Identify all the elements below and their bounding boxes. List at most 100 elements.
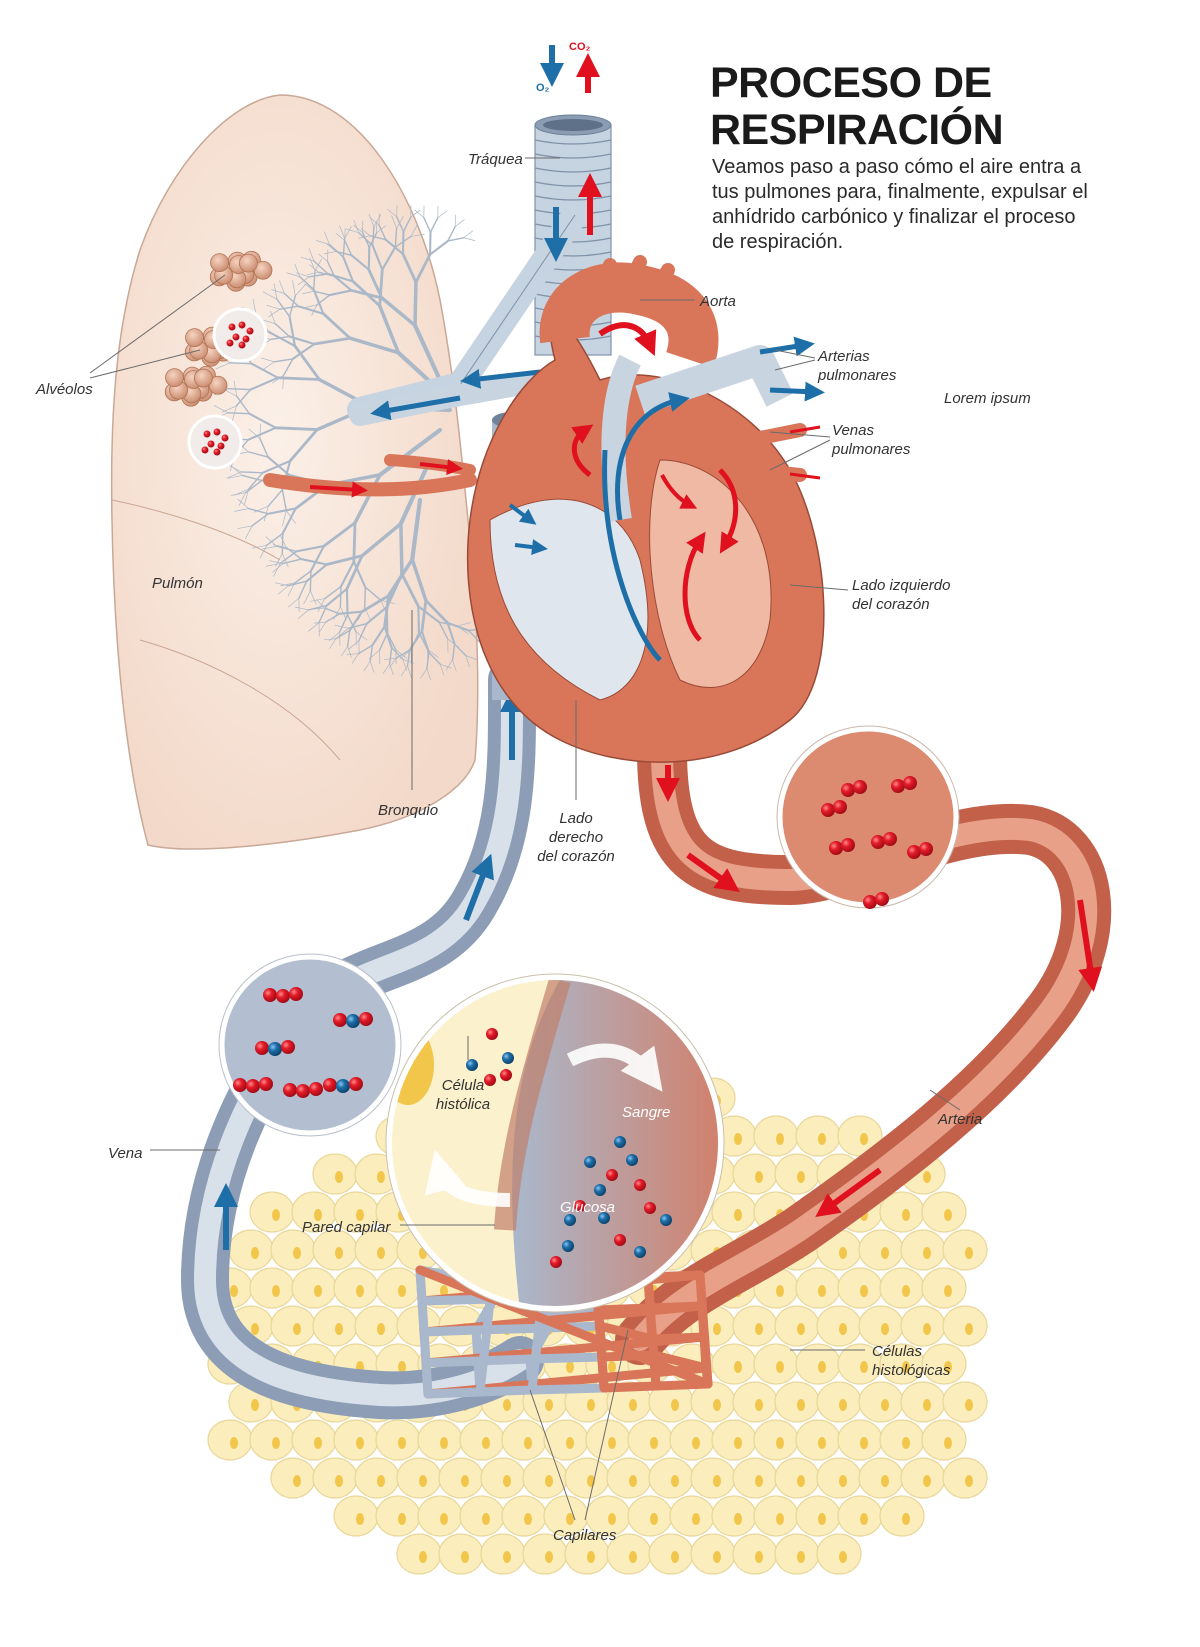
alveolus bbox=[211, 254, 229, 272]
tissue-cell-nucleus bbox=[797, 1323, 805, 1335]
tissue-cell-nucleus bbox=[692, 1513, 700, 1525]
tissue-cell-nucleus bbox=[356, 1437, 364, 1449]
tissue-cell bbox=[712, 1420, 756, 1460]
tissue-cell bbox=[901, 1306, 945, 1346]
alveolus bbox=[186, 329, 204, 347]
tissue-cell-nucleus bbox=[608, 1437, 616, 1449]
tissue-cell bbox=[880, 1420, 924, 1460]
tissue-cell-nucleus bbox=[692, 1437, 700, 1449]
tissue-cell-nucleus bbox=[944, 1437, 952, 1449]
bronchiole bbox=[347, 589, 348, 615]
tissue-cell-nucleus bbox=[881, 1475, 889, 1487]
tissue-cell-nucleus bbox=[314, 1437, 322, 1449]
tissue-cell-nucleus bbox=[734, 1133, 742, 1145]
tissue-cell-nucleus bbox=[377, 1171, 385, 1183]
co2-oxygen-atom bbox=[263, 988, 277, 1002]
lung bbox=[112, 95, 496, 849]
co2-oxygen-atom bbox=[333, 1013, 347, 1027]
capillary bbox=[604, 1386, 656, 1388]
tissue-cell-nucleus bbox=[335, 1171, 343, 1183]
tissue-cell bbox=[859, 1382, 903, 1422]
alveolus-zoom bbox=[189, 416, 241, 468]
tissue-cell-nucleus bbox=[734, 1437, 742, 1449]
tissue-cell bbox=[376, 1420, 420, 1460]
co2-oxygen-atom bbox=[259, 1077, 273, 1091]
tissue-cell bbox=[607, 1458, 651, 1498]
tissue-cell bbox=[649, 1534, 693, 1574]
tissue-cell bbox=[502, 1420, 546, 1460]
tissue-cell bbox=[943, 1382, 987, 1422]
tissue-cell-nucleus bbox=[755, 1475, 763, 1487]
intro-text: Veamos paso a paso cómo el aire entra a … bbox=[712, 155, 1092, 255]
tissue-cell-nucleus bbox=[839, 1551, 847, 1563]
label-traquea: Tráquea bbox=[468, 150, 523, 169]
label-glucosa: Glucosa bbox=[560, 1198, 615, 1217]
oxygen-molecule bbox=[239, 342, 246, 349]
tissue-cell-nucleus bbox=[629, 1551, 637, 1563]
tissue-cell-nucleus bbox=[272, 1209, 280, 1221]
tissue-cell-nucleus bbox=[713, 1323, 721, 1335]
oxygen-molecule bbox=[204, 431, 211, 438]
tissue-cell bbox=[880, 1496, 924, 1536]
tissue-cell bbox=[901, 1382, 945, 1422]
co2-oxygen-atom bbox=[233, 1078, 247, 1092]
tissue-cell-nucleus bbox=[776, 1361, 784, 1373]
label-lado-izquierdo-1: Lado izquierdo bbox=[852, 576, 950, 595]
bronchiole bbox=[278, 378, 319, 380]
tissue-cell-nucleus bbox=[860, 1133, 868, 1145]
tissue-cell-nucleus bbox=[482, 1513, 490, 1525]
tissue-cell-nucleus bbox=[440, 1437, 448, 1449]
tissue-cell-nucleus bbox=[776, 1437, 784, 1449]
capillary bbox=[426, 1361, 478, 1363]
tissue-cell bbox=[817, 1382, 861, 1422]
tissue-cell bbox=[691, 1534, 735, 1574]
tissue-cell-nucleus bbox=[881, 1247, 889, 1259]
capillary bbox=[428, 1392, 480, 1394]
bronchiole bbox=[431, 218, 438, 232]
bronchiole bbox=[448, 238, 464, 241]
tissue-cell-nucleus bbox=[377, 1323, 385, 1335]
co2-oxygen-atom bbox=[255, 1041, 269, 1055]
tissue-cell bbox=[733, 1154, 777, 1194]
co2-oxygen-atom bbox=[289, 987, 303, 1001]
glucose-molecule bbox=[606, 1169, 618, 1181]
oxygen-molecule bbox=[214, 449, 221, 456]
oxygen-molecule bbox=[227, 340, 234, 347]
oxygen-molecule bbox=[919, 842, 933, 856]
tissue-cell-nucleus bbox=[734, 1209, 742, 1221]
oxygen-molecule bbox=[903, 776, 917, 790]
tissue-cell bbox=[229, 1230, 273, 1270]
tissue-cell bbox=[292, 1268, 336, 1308]
tissue-cell bbox=[313, 1306, 357, 1346]
co2-oxygen-atom bbox=[349, 1077, 363, 1091]
glucose-molecule bbox=[562, 1240, 574, 1252]
oxygen-molecule bbox=[829, 841, 843, 855]
tissue-cell-nucleus bbox=[713, 1551, 721, 1563]
oxygen-molecule bbox=[229, 324, 236, 331]
tissue-cell bbox=[838, 1496, 882, 1536]
tissue-cell bbox=[670, 1496, 714, 1536]
tissue-cell-nucleus bbox=[797, 1475, 805, 1487]
tissue-cell-nucleus bbox=[272, 1285, 280, 1297]
tissue-cell-nucleus bbox=[650, 1437, 658, 1449]
tissue-cell-nucleus bbox=[440, 1513, 448, 1525]
co2-oxygen-atom bbox=[283, 1083, 297, 1097]
bronchiole bbox=[430, 241, 448, 255]
oxygen-molecule bbox=[222, 435, 229, 442]
tissue-cell-nucleus bbox=[335, 1323, 343, 1335]
co2-oxygen-atom bbox=[323, 1078, 337, 1092]
oxygen-molecule bbox=[907, 845, 921, 859]
tissue-cell-nucleus bbox=[461, 1551, 469, 1563]
bronchiole bbox=[438, 211, 447, 218]
bronchiole bbox=[415, 282, 416, 325]
tissue-cell-nucleus bbox=[587, 1399, 595, 1411]
oxygen-molecule bbox=[214, 429, 221, 436]
title-line-1: PROCESO DE bbox=[710, 60, 1170, 107]
tissue-cell bbox=[943, 1230, 987, 1270]
oxygen-molecule bbox=[871, 835, 885, 849]
oxygen-molecule bbox=[218, 443, 225, 450]
label-lorem: Lorem ipsum bbox=[944, 389, 1031, 408]
bronchiole bbox=[455, 220, 464, 227]
tissue-cell bbox=[313, 1458, 357, 1498]
